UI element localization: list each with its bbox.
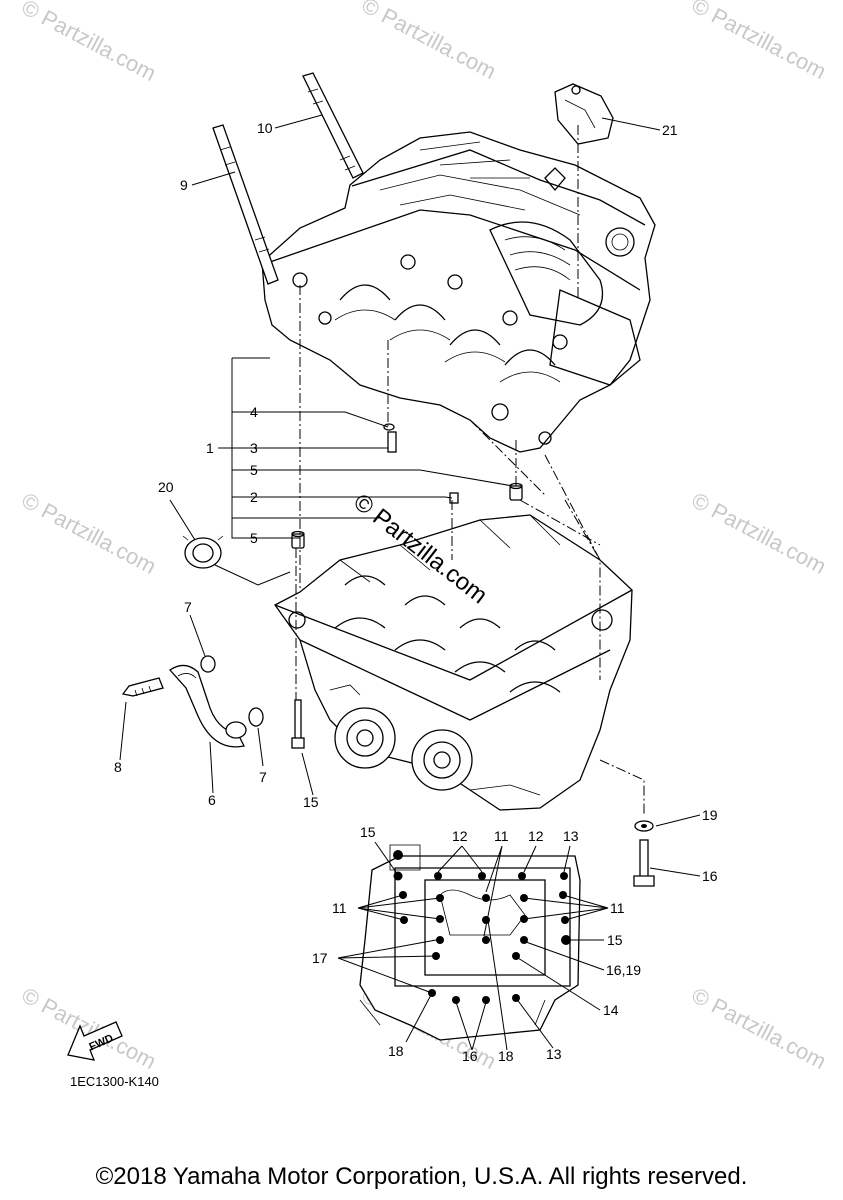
upper-crankcase bbox=[261, 131, 656, 453]
callout-14: 14 bbox=[603, 1002, 619, 1018]
callout-15: 15 bbox=[607, 932, 623, 948]
callout-18: 18 bbox=[498, 1048, 514, 1064]
callout-16: 16 bbox=[702, 868, 718, 884]
part-20-cap bbox=[182, 535, 224, 569]
callout-labels: 1 4 3 5 2 5 9 10 21 20 7 7 8 6 15 19 16 … bbox=[114, 120, 718, 1064]
callout-1: 1 bbox=[206, 440, 214, 456]
oil-pipe-assembly bbox=[121, 655, 264, 748]
stud-bolts bbox=[212, 72, 364, 285]
watermark: © Partzilla.com bbox=[688, 487, 831, 579]
callout-13: 13 bbox=[546, 1046, 562, 1062]
watermark: © Partzilla.com bbox=[18, 982, 161, 1074]
callout-11: 11 bbox=[494, 828, 509, 844]
crankcase-bottom-view bbox=[359, 844, 581, 1041]
callout-20: 20 bbox=[158, 479, 174, 495]
callout-13: 13 bbox=[563, 828, 579, 844]
lower-crankcase bbox=[274, 514, 633, 811]
watermark: © Partzilla.com bbox=[18, 0, 161, 86]
small-parts bbox=[291, 423, 523, 549]
callout-11: 11 bbox=[610, 900, 625, 916]
callout-4: 4 bbox=[250, 404, 258, 420]
callout-16-19: 16,19 bbox=[606, 962, 641, 978]
callout-5: 5 bbox=[250, 530, 258, 546]
watermark: © Partzilla.com bbox=[688, 0, 831, 84]
callout-12: 12 bbox=[452, 828, 468, 844]
leader-lines bbox=[119, 114, 701, 1051]
callout-2: 2 bbox=[250, 489, 258, 505]
callout-3: 3 bbox=[250, 440, 258, 456]
callout-15: 15 bbox=[303, 794, 319, 810]
callout-19: 19 bbox=[702, 807, 718, 823]
alignment-lines bbox=[214, 125, 645, 815]
callout-21: 21 bbox=[662, 122, 678, 138]
callout-17: 17 bbox=[312, 950, 328, 966]
watermark: © Partzilla.com bbox=[18, 487, 161, 579]
callout-6: 6 bbox=[208, 792, 216, 808]
copyright-notice: ©2018 Yamaha Motor Corporation, U.S.A. A… bbox=[95, 1163, 748, 1190]
watermark: © Partzilla.com bbox=[358, 0, 501, 84]
callout-5: 5 bbox=[250, 462, 258, 478]
diagram-code: 1EC1300-K140 bbox=[70, 1074, 159, 1089]
callout-7: 7 bbox=[259, 769, 267, 785]
part-21-cover bbox=[554, 83, 614, 145]
callout-10: 10 bbox=[257, 120, 273, 136]
watermark: © Partzilla.com bbox=[688, 982, 831, 1074]
callout-18: 18 bbox=[388, 1043, 404, 1059]
callout-15: 15 bbox=[360, 824, 376, 840]
callout-16: 16 bbox=[462, 1048, 478, 1064]
callout-7: 7 bbox=[184, 599, 192, 615]
bolt-16-washer-19 bbox=[633, 820, 655, 887]
callout-8: 8 bbox=[114, 759, 122, 775]
bolt-15 bbox=[291, 699, 305, 749]
callout-11: 11 bbox=[332, 900, 347, 916]
callout-9: 9 bbox=[180, 177, 188, 193]
callout-12: 12 bbox=[528, 828, 544, 844]
